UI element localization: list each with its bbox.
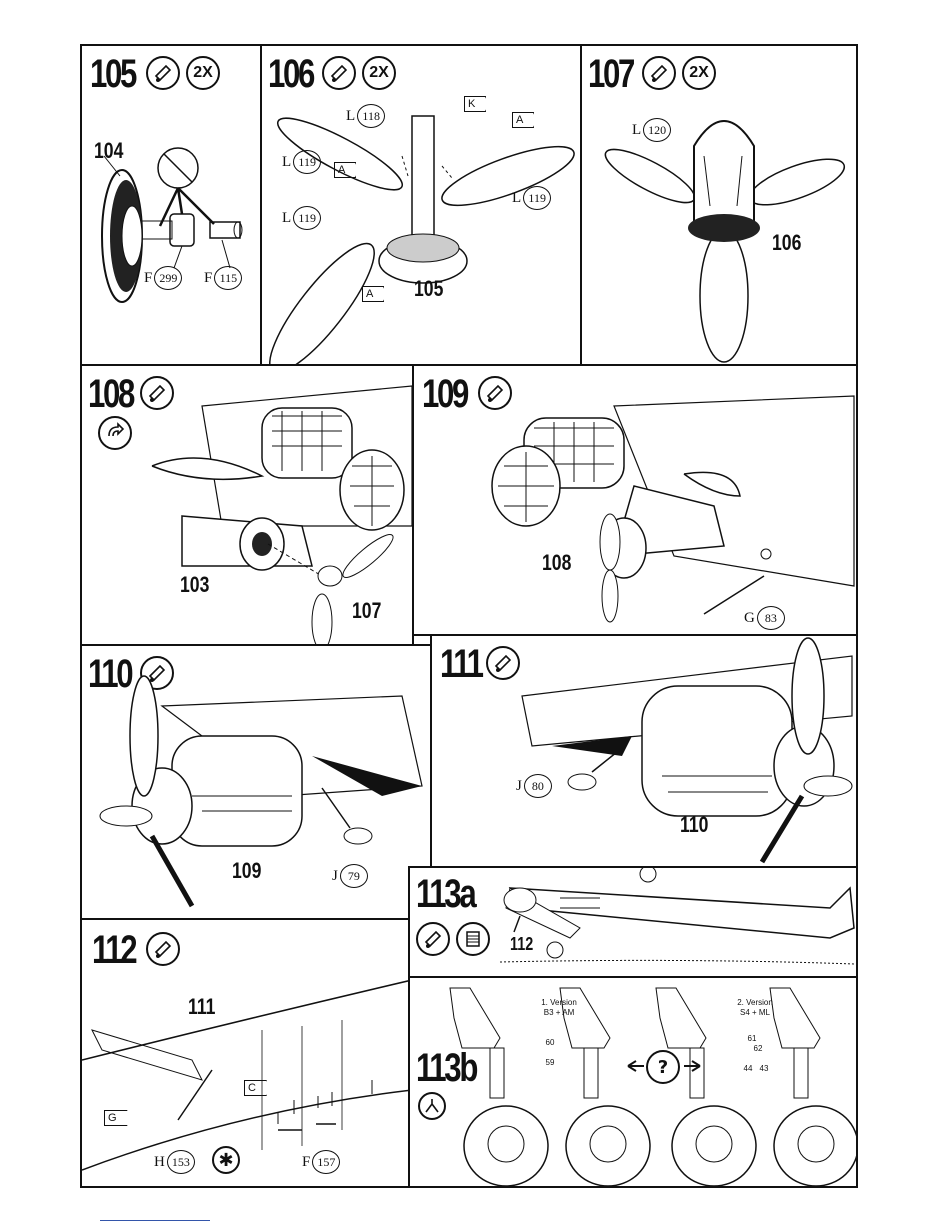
callout-110: 110 — [680, 812, 708, 838]
callout-107: 107 — [352, 598, 381, 624]
version-2-title: 2. Version — [730, 998, 780, 1008]
version-2-subtitle: S4 + ML — [730, 1008, 780, 1018]
callout-105: 105 — [414, 276, 443, 302]
version-1-subtitle: B3 + AM — [534, 1008, 584, 1018]
callout-108: 108 — [542, 550, 571, 576]
part-43: 43 — [756, 1064, 772, 1074]
wheel-hub-drawing — [82, 46, 262, 366]
landing-gear-drawing — [410, 978, 858, 1188]
footer-rule — [100, 1220, 210, 1221]
callout-109: 109 — [232, 858, 261, 884]
part-61: 61 — [744, 1034, 760, 1044]
callout-112: 112 — [510, 934, 533, 955]
aircraft-side-drawing — [410, 868, 858, 978]
spinner-drawing — [582, 46, 858, 366]
step-113a-panel: 113a 112 — [408, 866, 858, 978]
question-badge: ? — [646, 1050, 680, 1084]
part-44: 44 — [740, 1064, 756, 1074]
nacelle-right-drawing — [432, 636, 858, 868]
nacelle-rear-drawing — [414, 366, 858, 636]
step-108-panel: 108 103 107 — [80, 364, 414, 646]
fuselage-underside-drawing — [82, 920, 410, 1188]
callout-111: 111 — [188, 994, 215, 1020]
part-62: 62 — [750, 1044, 766, 1054]
version-1-title: 1. Version — [534, 998, 584, 1008]
step-113b-panel: 113b 1. Version B3 + AM 60 59 ? 2. Versi… — [408, 976, 858, 1188]
part-60: 60 — [542, 1038, 558, 1048]
callout-103: 103 — [180, 572, 209, 598]
asterisk-icon: ✱ — [212, 1146, 240, 1174]
callout-106: 106 — [772, 230, 801, 256]
part-59: 59 — [542, 1058, 558, 1068]
